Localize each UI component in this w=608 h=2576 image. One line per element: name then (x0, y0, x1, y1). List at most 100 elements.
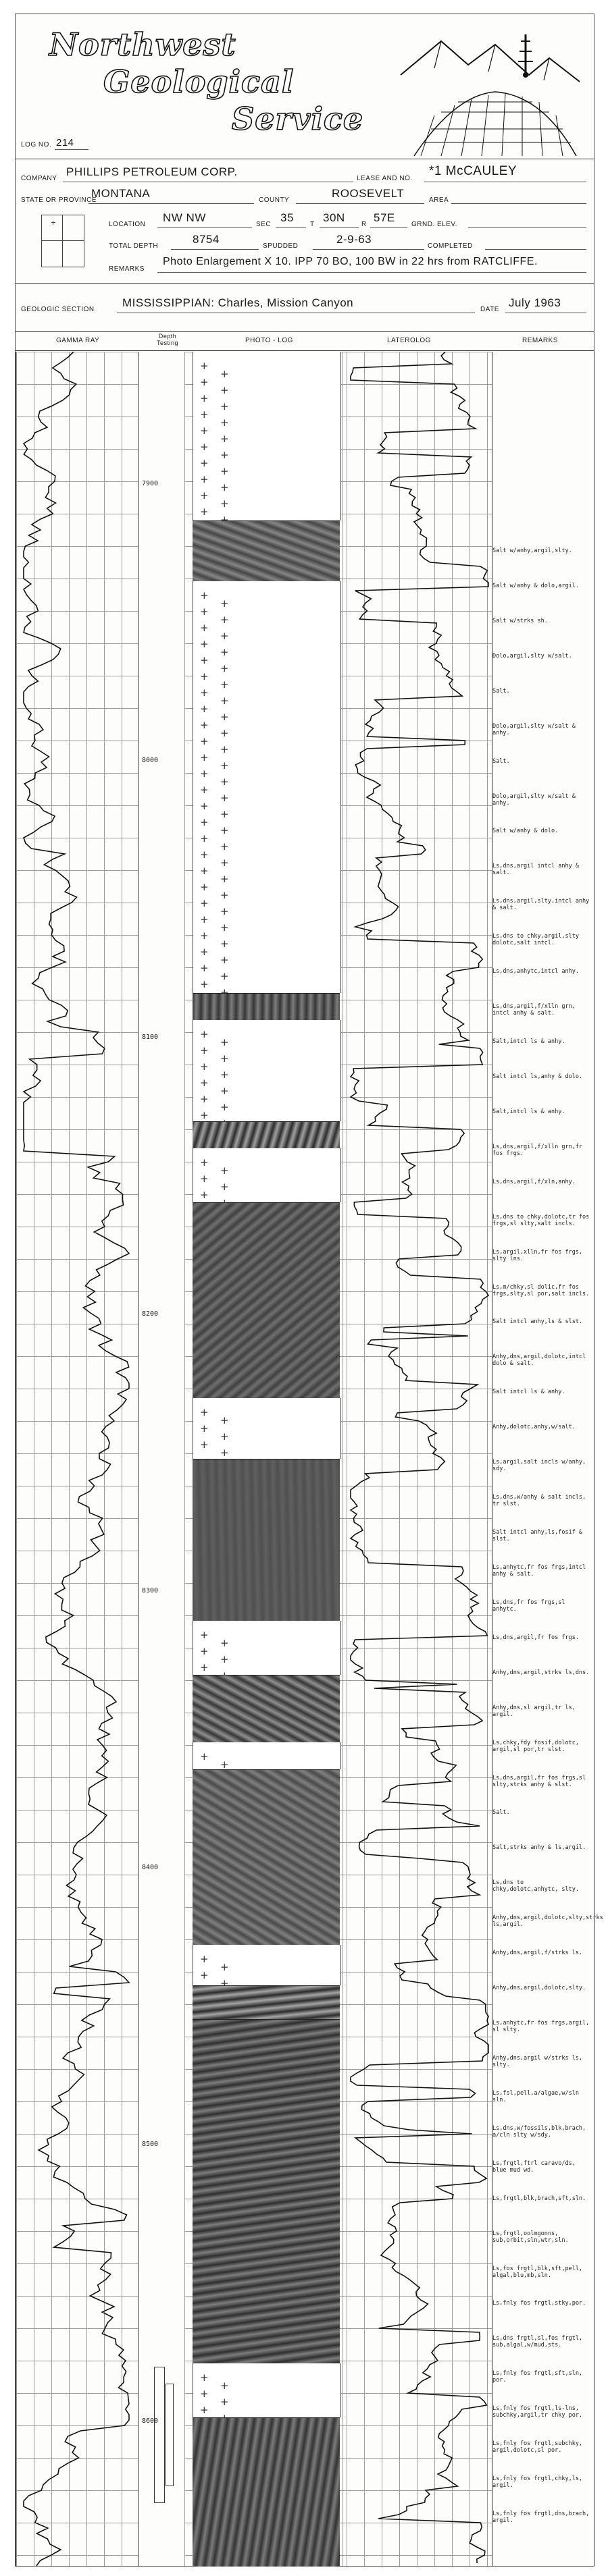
log-no-value: 214 (56, 137, 74, 149)
salt-interval: ++++++ (193, 1398, 341, 1459)
photo-strip: + + + + + + + + + + + + + + + + + + + + + + + + + + + + + + + + + + + + + + + +… (193, 352, 341, 2567)
salt-symbol-icon: + (200, 1061, 209, 1073)
laterolog-curve (349, 352, 490, 2564)
remark-entry: Ls,dns,argil,f/xlln grn,fr fos frgs. (492, 1144, 583, 1157)
salt-symbol-icon: + (220, 824, 229, 836)
remarks-label: REMARKS (109, 265, 145, 273)
salt-symbol-icon: + (220, 792, 229, 804)
rock-photo (193, 1121, 340, 1149)
remark-entry: Dolo,argil,slty w/salt. (492, 653, 572, 660)
gamma-ray-header: GAMMA RAY (56, 337, 100, 344)
salt-symbol-icon: + (200, 816, 209, 828)
salt-symbol-icon: + (200, 1422, 209, 1434)
salt-symbol-icon: + (220, 873, 229, 885)
remark-entry: Ls,fnly fos frgtl,subchky, argil,dolotc,… (492, 2440, 583, 2454)
rock-photo (193, 993, 340, 1021)
remark-entry: Salt w/anhy & dolo. (492, 828, 559, 834)
salt-symbol-icon: + (220, 1101, 229, 1113)
remark-entry: Ls,fsl,pell,a/algae,w/sln sln. (492, 2090, 579, 2103)
rock-photo (193, 2417, 340, 2567)
remark-entry: Salt w/anhy,argil,slty. (492, 547, 572, 554)
remark-entry: Ls,fnly fos frgtl,chky,ls, argil. (492, 2475, 583, 2489)
gamma-ray-curve (22, 352, 130, 2566)
salt-symbol-icon: + (220, 2396, 229, 2408)
remark-entry: Ls,dns frgtl,sl,fos frgtl, sub,algal,w/m… (492, 2335, 583, 2349)
salt-symbol-icon: + (200, 735, 209, 747)
date-label: DATE (480, 306, 499, 313)
remark-entry: Ls,m/chky,sl dolic,fr fos frgs,slty,sl p… (492, 1284, 590, 1297)
remark-entry: Ls,dns,argil,fr fos frgs,sl slty,strks a… (492, 1775, 586, 1788)
remark-entry: Salt. (492, 688, 510, 695)
salt-symbol-icon: + (200, 425, 209, 437)
remark-entry: Salt,intcl ls & anhy. (492, 1108, 565, 1115)
salt-symbol-icon: + (220, 368, 229, 380)
salt-symbol-icon: + (220, 630, 229, 642)
remark-entry: Ls,dns,w/anhy & salt incls, tr slst. (492, 1494, 586, 1507)
salt-symbol-icon: + (200, 1439, 209, 1451)
salt-symbol-icon: + (220, 776, 229, 788)
salt-symbol-icon: + (220, 954, 229, 966)
spudded-value: 2-9-63 (336, 233, 372, 246)
remark-entry: Salt intcl ls,anhy & dolo. (492, 1073, 583, 1080)
log-sheet: Northwest Geological Service LOG NO. 214… (15, 14, 603, 2567)
salt-symbol-icon: + (220, 2380, 229, 2392)
salt-symbol-icon: + (220, 1430, 229, 1443)
salt-symbol-icon: + (220, 711, 229, 723)
salt-symbol-icon: + (200, 1189, 209, 1201)
salt-symbol-icon: + (200, 768, 209, 780)
salt-symbol-icon: + (220, 1085, 229, 1097)
area-label: AREA (429, 196, 449, 204)
salt-symbol-icon: + (200, 2388, 209, 2400)
salt-symbol-icon: + (200, 800, 209, 812)
remark-entry: Ls,fnly fos frgtl,ls-lns, subchky,argil,… (492, 2405, 583, 2419)
salt-symbol-icon: + (200, 703, 209, 715)
remark-entry: Anhy,dns,argil w/strks ls, slty. (492, 2055, 583, 2068)
salt-symbol-icon: + (200, 930, 209, 942)
salt-symbol-icon: + (220, 646, 229, 658)
salt-symbol-icon: + (200, 489, 209, 502)
remarks-list: Salt w/anhy,argil,slty. Salt w/anhy & dol… (16, 352, 603, 2566)
salt-interval: ++++++ (193, 1148, 341, 1209)
salt-symbol-icon: + (200, 1093, 209, 1105)
t-value: 30N (323, 211, 345, 224)
salt-symbol-icon: + (200, 670, 209, 682)
rock-photo (193, 1675, 340, 1743)
salt-symbol-icon: + (200, 1156, 209, 1169)
rock-photo (193, 2019, 340, 2364)
remark-entry: Anhy,dolotc,anhy,w/salt. (492, 1424, 576, 1430)
salt-symbol-icon: + (200, 654, 209, 666)
salt-symbol-icon: + (200, 392, 209, 404)
salt-symbol-icon: + (200, 687, 209, 699)
remark-entry: Ls,frgtl,blk,brach,sft,sln. (492, 2195, 586, 2202)
salt-symbol-icon: + (220, 1961, 229, 1973)
remark-entry: Ls,frgtl,ftrl caravo/ds, blue mud wd. (492, 2160, 576, 2174)
depth-mark: 8500 (142, 2141, 159, 2148)
salt-symbol-icon: + (200, 1028, 209, 1040)
remark-entry: Ls,argil,xlln,fr fos frgs, slty lns. (492, 1249, 583, 1262)
salt-symbol-icon: + (220, 905, 229, 917)
remark-entry: Ls,fos frgtl,blk,sft,pell, algal,blu,mb,… (492, 2265, 583, 2279)
salt-symbol-icon: + (220, 678, 229, 691)
remark-entry: Dolo,argil,slty w/salt & anhy. (492, 793, 576, 807)
salt-interval: ++++++++++++ (193, 1020, 341, 1129)
location-plat-box (41, 215, 84, 267)
remark-entry: Ls,fnly fos frgtl,stky,por. (492, 2300, 586, 2307)
salt-symbol-icon: + (220, 743, 229, 755)
company-label: COMPANY (21, 175, 57, 182)
salt-symbol-icon: + (220, 921, 229, 934)
salt-symbol-icon: + (220, 417, 229, 429)
remark-entry: Anhy,dns,argil,f/strks ls. (492, 1950, 583, 1956)
depth-mark: 8200 (142, 1310, 159, 1318)
remark-entry: Salt w/strks sh. (492, 618, 548, 624)
location-value: NW NW (163, 211, 206, 224)
depth-testing-header: Depth Testing (156, 333, 179, 346)
rock-photo (193, 1769, 340, 1946)
remark-entry: Ls,fnly fos frgtl,dns,brach, argil. (492, 2511, 590, 2524)
r-label: R (361, 221, 367, 228)
remark-entry: Anhy,dns,sl argil,tr ls, argil. (492, 1705, 576, 1718)
salt-symbol-icon: + (220, 597, 229, 610)
remarks-track (492, 352, 594, 2566)
salt-symbol-icon: + (220, 1653, 229, 1665)
salt-symbol-icon: + (220, 759, 229, 772)
